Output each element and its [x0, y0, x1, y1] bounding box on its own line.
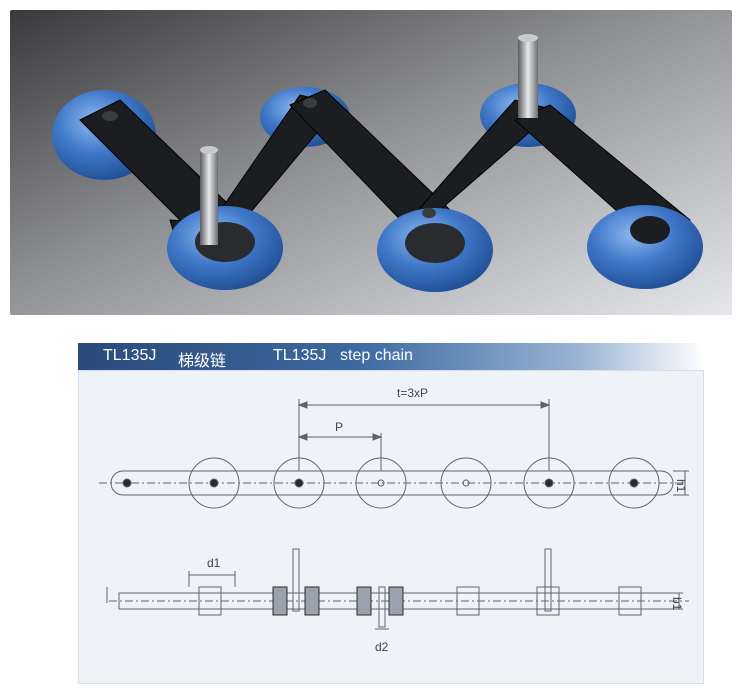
section-rollers: [272, 586, 404, 616]
chain-drawing-svg: t=3xP P h1 d1 d2 b1: [99, 386, 689, 654]
label-d1: d1: [207, 556, 221, 570]
label-p: P: [335, 420, 343, 434]
side-pin-right: [544, 548, 552, 612]
model-en: TL135J: [273, 347, 327, 364]
pin-hollow: [377, 479, 385, 487]
label-b1: b1: [670, 597, 684, 611]
chain-pins: [102, 34, 538, 245]
label-t: t=3xP: [397, 386, 428, 400]
label-h1: h1: [674, 479, 688, 493]
section-header: TL135J 梯级链 TL135J step chain: [78, 343, 704, 370]
top-view-pins: [122, 478, 639, 488]
side-view-rollers: [198, 586, 642, 616]
model-cn: TL135J: [103, 347, 157, 364]
label-d2: d2: [375, 640, 389, 654]
name-cn: 梯级链: [178, 353, 227, 370]
product-photo: [10, 10, 732, 315]
technical-drawing: t=3xP P h1 d1 d2 b1: [78, 370, 704, 684]
side-pin-left: [292, 548, 300, 612]
name-en: step chain: [340, 347, 413, 364]
step-chain-photo: [10, 10, 732, 315]
roller-front: [167, 205, 703, 292]
